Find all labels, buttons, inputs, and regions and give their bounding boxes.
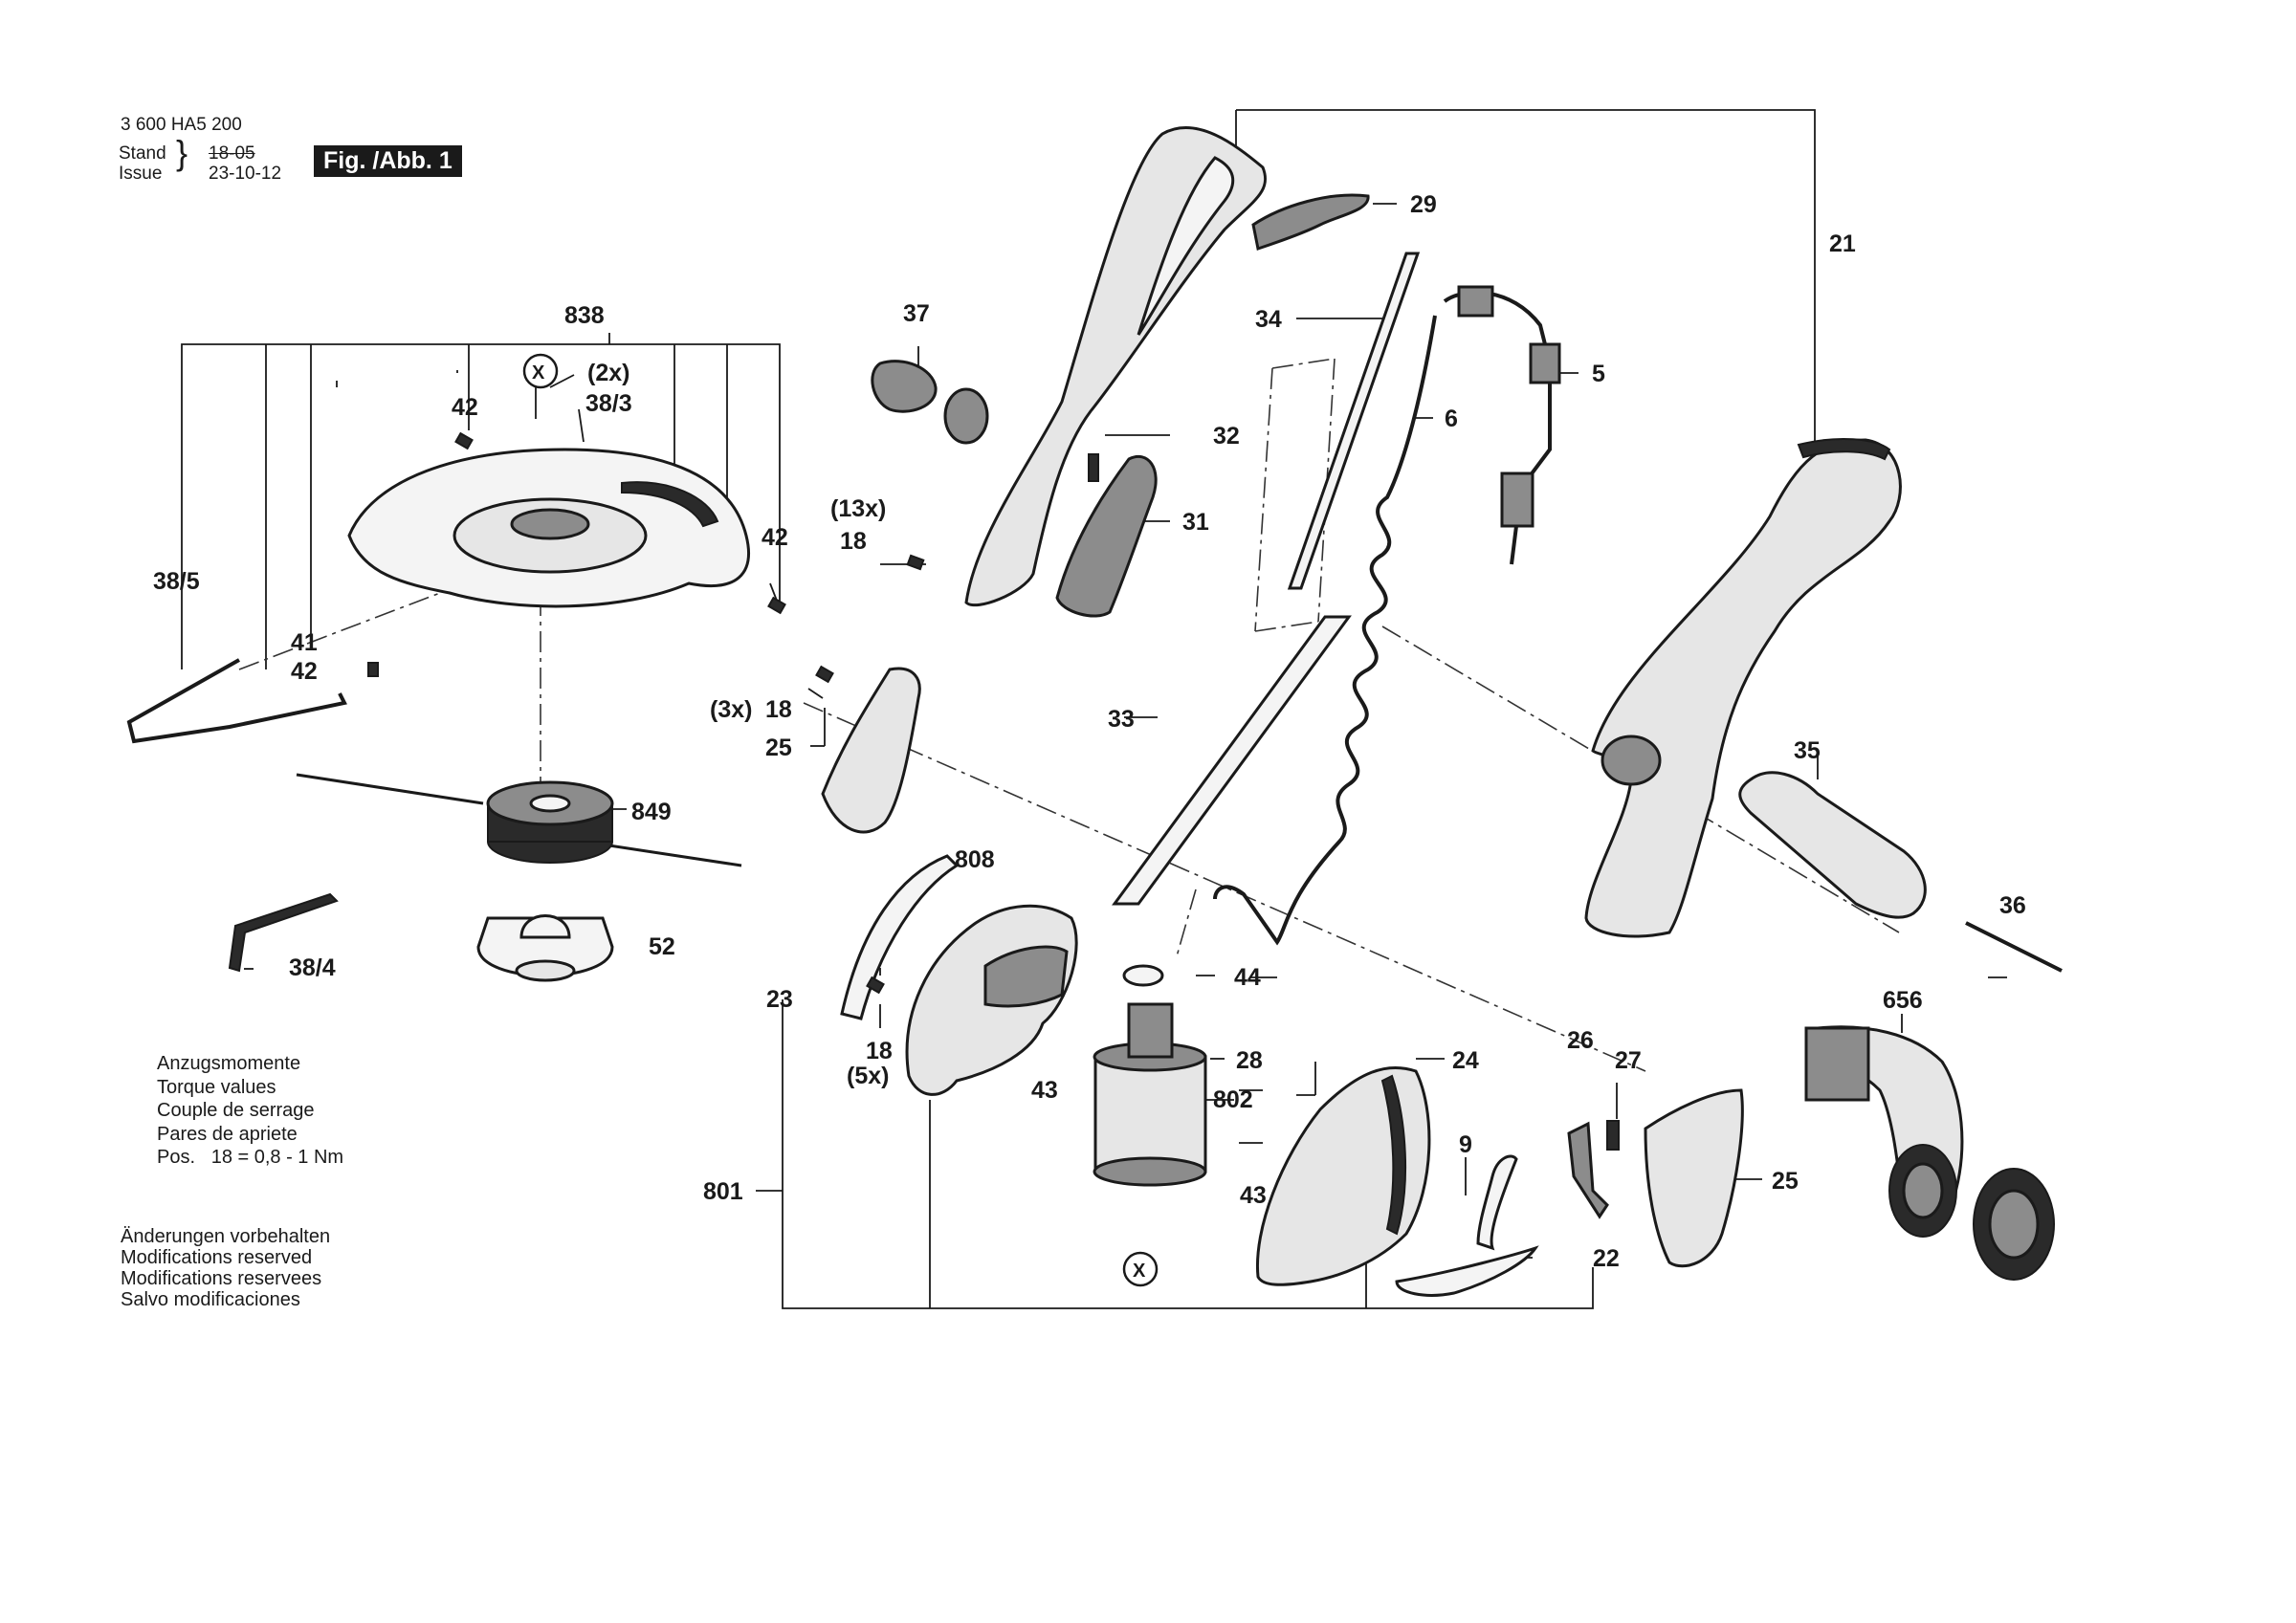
figure-badge: Fig. /Abb. 1 bbox=[314, 145, 462, 177]
callout-25-a: 25 bbox=[765, 735, 792, 761]
callout-656: 656 bbox=[1883, 987, 1923, 1014]
cap-part-44 bbox=[1122, 964, 1164, 987]
motor-part bbox=[1093, 1055, 1207, 1173]
callout-43-a: 43 bbox=[1031, 1077, 1058, 1104]
callout-38-3: 38/3 bbox=[585, 390, 632, 417]
callout-802: 802 bbox=[1213, 1086, 1253, 1113]
torque-line-pos: Pos. 18 = 0,8 - 1 Nm bbox=[157, 1147, 344, 1168]
drawing-number: 3 600 HA5 200 bbox=[121, 115, 242, 135]
switch-housing-part bbox=[1055, 455, 1158, 618]
callout-9: 9 bbox=[1459, 1131, 1472, 1158]
callout-52: 52 bbox=[649, 933, 675, 960]
spring-arm-part bbox=[126, 658, 347, 744]
callout-22: 22 bbox=[1593, 1245, 1620, 1272]
callout-808: 808 bbox=[955, 846, 995, 873]
mods-line-es: Salvo modificaciones bbox=[121, 1289, 300, 1310]
circle-x-marker-icon bbox=[522, 353, 1159, 1287]
callout-5: 5 bbox=[1592, 361, 1605, 387]
callout-38-4: 38/4 bbox=[289, 954, 336, 981]
torque-line-es: Pares de apriete bbox=[157, 1123, 298, 1145]
callout-31: 31 bbox=[1182, 509, 1209, 536]
torque-line-fr: Couple de serrage bbox=[157, 1100, 315, 1121]
callout-838: 838 bbox=[564, 302, 605, 329]
spring-part bbox=[1606, 1120, 1620, 1151]
callout-3x: (3x) bbox=[710, 696, 752, 723]
screw-icon bbox=[367, 431, 925, 995]
grip-part bbox=[1738, 771, 1927, 919]
callout-849: 849 bbox=[631, 799, 672, 825]
coiled-cable-part bbox=[1213, 315, 1437, 946]
switch-lever-part bbox=[1251, 193, 1370, 251]
callout-25-b: 25 bbox=[1772, 1168, 1799, 1195]
front-cover-part bbox=[1255, 1065, 1431, 1286]
mods-line-de: Änderungen vorbehalten bbox=[121, 1226, 331, 1247]
issue-label: Issue bbox=[119, 164, 163, 184]
callout-42-a: 42 bbox=[452, 394, 478, 421]
callout-33: 33 bbox=[1108, 706, 1135, 733]
tube-part bbox=[1287, 252, 1421, 590]
callout-6: 6 bbox=[1445, 406, 1458, 432]
mods-line-fr: Modifications reservees bbox=[121, 1268, 322, 1289]
callout-27: 27 bbox=[1615, 1047, 1642, 1074]
callout-x-1: X bbox=[532, 362, 545, 384]
mods-line-en: Modifications reserved bbox=[121, 1247, 313, 1268]
callout-29: 29 bbox=[1410, 191, 1437, 218]
callout-26: 26 bbox=[1567, 1027, 1594, 1054]
side-cover-upper-part bbox=[821, 667, 921, 834]
torque-note: Anzugsmomente Torque values Couple de se… bbox=[157, 1052, 343, 1170]
second-handle-part bbox=[1584, 438, 1902, 938]
brace-icon: } bbox=[176, 133, 188, 172]
callout-24: 24 bbox=[1452, 1047, 1479, 1074]
torque-line-en: Torque values bbox=[157, 1076, 276, 1098]
callout-43-b: 43 bbox=[1240, 1182, 1267, 1209]
stand-label: Stand bbox=[119, 143, 166, 164]
callout-x-2: X bbox=[1133, 1261, 1146, 1282]
callout-42-c: 42 bbox=[291, 658, 318, 685]
callout-44: 44 bbox=[1234, 964, 1261, 991]
callout-21: 21 bbox=[1829, 230, 1856, 257]
callout-801: 801 bbox=[703, 1178, 743, 1205]
bolt-part bbox=[1965, 921, 2063, 973]
stand-value: 18-05 bbox=[209, 143, 255, 164]
callout-36: 36 bbox=[1999, 892, 2026, 919]
callout-5x: (5x) bbox=[847, 1063, 889, 1089]
callout-35: 35 bbox=[1794, 737, 1821, 764]
knob-part bbox=[871, 360, 938, 413]
side-cover-part bbox=[1644, 1088, 1744, 1268]
bracket-21 bbox=[1236, 109, 1816, 450]
blade-part bbox=[1395, 1245, 1539, 1297]
callout-23: 23 bbox=[766, 986, 793, 1013]
callout-18-b: 18 bbox=[765, 696, 792, 723]
lower-tube-part bbox=[1112, 615, 1352, 906]
modifications-note: Änderungen vorbehalten Modifications res… bbox=[121, 1226, 330, 1310]
callout-18-a: 18 bbox=[840, 528, 867, 555]
callout-38-5: 38/5 bbox=[153, 568, 200, 595]
hex-key-part bbox=[228, 892, 339, 973]
bracket-801 bbox=[782, 999, 1594, 1309]
callout-2x: (2x) bbox=[587, 360, 629, 386]
callout-13x: (13x) bbox=[830, 495, 886, 522]
callout-32: 32 bbox=[1213, 423, 1240, 450]
callout-18-c: 18 bbox=[866, 1038, 893, 1064]
callout-37: 37 bbox=[903, 300, 930, 327]
callout-42-b: 42 bbox=[762, 524, 788, 551]
torque-line-de: Anzugsmomente bbox=[157, 1053, 301, 1074]
issue-value: 23-10-12 bbox=[209, 164, 282, 184]
bracket-838 bbox=[181, 343, 781, 669]
callout-34: 34 bbox=[1255, 306, 1282, 333]
callout-41: 41 bbox=[291, 629, 318, 656]
callout-28: 28 bbox=[1236, 1047, 1263, 1074]
